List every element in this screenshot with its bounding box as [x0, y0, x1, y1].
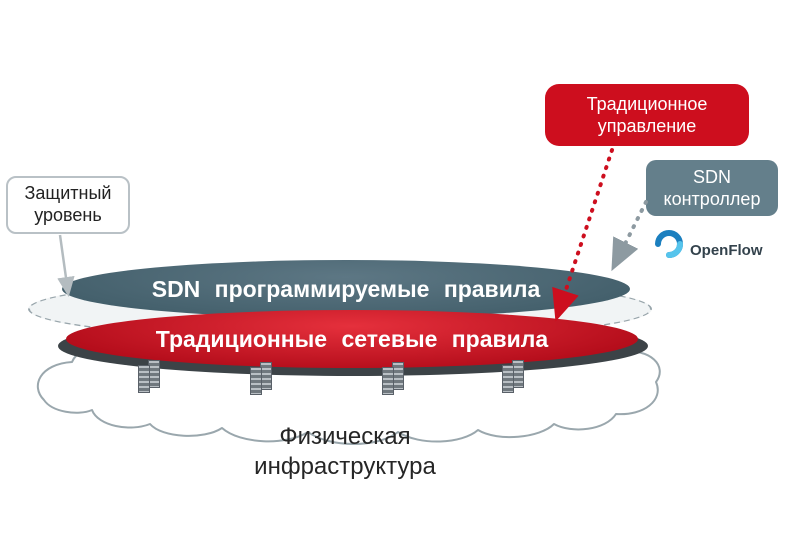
traditional-management-box: Традиционное управление — [545, 84, 749, 146]
sdn-controller-arrow — [611, 200, 648, 272]
protective-layer-label: Защитный уровень — [24, 183, 112, 225]
server-icon — [380, 362, 406, 395]
physical-infrastructure-label: Физическая инфраструктура — [254, 423, 436, 480]
sdn-rules-label: SDN программируемые правила — [151, 275, 541, 302]
protective-layer-box: Защитный уровень — [6, 176, 130, 234]
sdn-rules-ellipse: SDN программируемые правила — [62, 260, 630, 318]
openflow-icon — [655, 230, 683, 258]
traditional-management-label: Традиционное управление — [586, 93, 708, 137]
traditional-rules-label: Традиционные сетевые правила — [155, 325, 549, 352]
sdn-controller-label: SDN контроллер — [663, 166, 761, 210]
server-icon — [248, 362, 274, 395]
server-icon — [136, 360, 162, 393]
server-icon — [500, 360, 526, 393]
traditional-rules-ellipse: Традиционные сетевые правила — [66, 310, 638, 368]
sdn-controller-box: SDN контроллер — [646, 160, 778, 216]
openflow-wordmark: OpenFlow — [690, 242, 763, 259]
openflow-logo: OpenFlow — [650, 226, 780, 268]
